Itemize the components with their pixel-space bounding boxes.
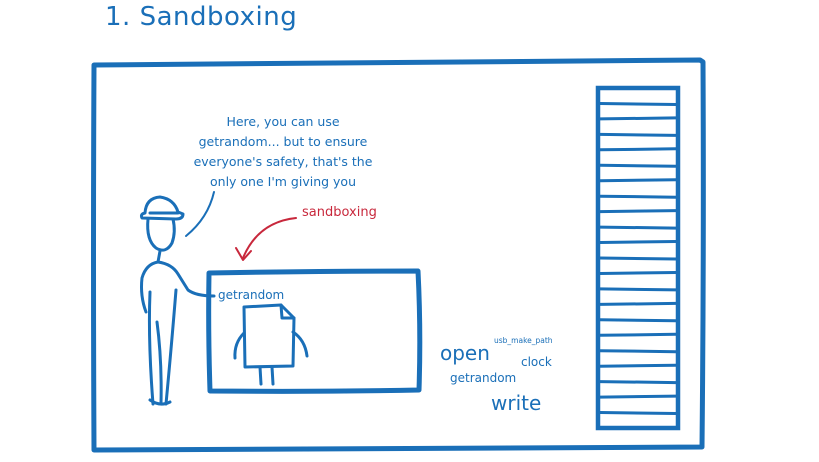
speech-line: Here, you can use bbox=[226, 114, 340, 129]
ladder-rung bbox=[599, 318, 677, 323]
document-program-icon bbox=[233, 303, 309, 386]
speech-line: only one I'm giving you bbox=[210, 174, 356, 189]
ladder-rung bbox=[599, 332, 677, 337]
sandboxing-label: sandboxing bbox=[302, 205, 377, 220]
page-title: 1. Sandboxing bbox=[105, 2, 298, 32]
ladder-rung bbox=[599, 147, 677, 152]
ladder-rung bbox=[599, 225, 677, 230]
ladder-rung bbox=[599, 363, 677, 368]
ladder-rung bbox=[599, 380, 677, 385]
outer-frame bbox=[91, 57, 706, 453]
speech-line: getrandom... but to ensure bbox=[198, 134, 368, 149]
ladder-rung bbox=[599, 301, 677, 306]
ladder-rung bbox=[599, 209, 677, 214]
ladder-rung bbox=[599, 240, 677, 244]
handed-syscall-label: getrandom bbox=[218, 288, 285, 302]
guard-figure-icon bbox=[139, 195, 216, 406]
ladder-rung bbox=[599, 394, 677, 399]
syscall-ladder-icon bbox=[595, 85, 681, 431]
speech-line: everyone's safety, that's the bbox=[193, 154, 373, 169]
ladder-rung bbox=[599, 116, 677, 121]
ladder-rung bbox=[599, 178, 677, 183]
ladder-rung bbox=[599, 194, 677, 199]
syscall-getrandom: getrandom bbox=[450, 371, 517, 385]
syscall-open: open bbox=[440, 341, 490, 365]
sandbox-box bbox=[206, 268, 423, 394]
speech-bubble-text: Here, you can use getrandom... but to en… bbox=[168, 112, 398, 192]
ladder-rung bbox=[599, 271, 677, 275]
ladder-rung bbox=[599, 411, 677, 415]
ladder-rung bbox=[599, 163, 677, 168]
ladder-rung bbox=[599, 102, 677, 106]
speech-tail bbox=[185, 191, 215, 237]
curved-arrow-icon bbox=[235, 217, 297, 261]
ladder-rung bbox=[599, 256, 677, 261]
ladder-rung bbox=[599, 132, 677, 137]
syscall-usb-make-path: usb_make_path bbox=[494, 336, 553, 345]
ladder-rung bbox=[599, 349, 677, 354]
ladder-rung bbox=[599, 287, 677, 292]
syscall-write: write bbox=[491, 391, 542, 415]
syscall-clock: clock bbox=[521, 355, 552, 369]
